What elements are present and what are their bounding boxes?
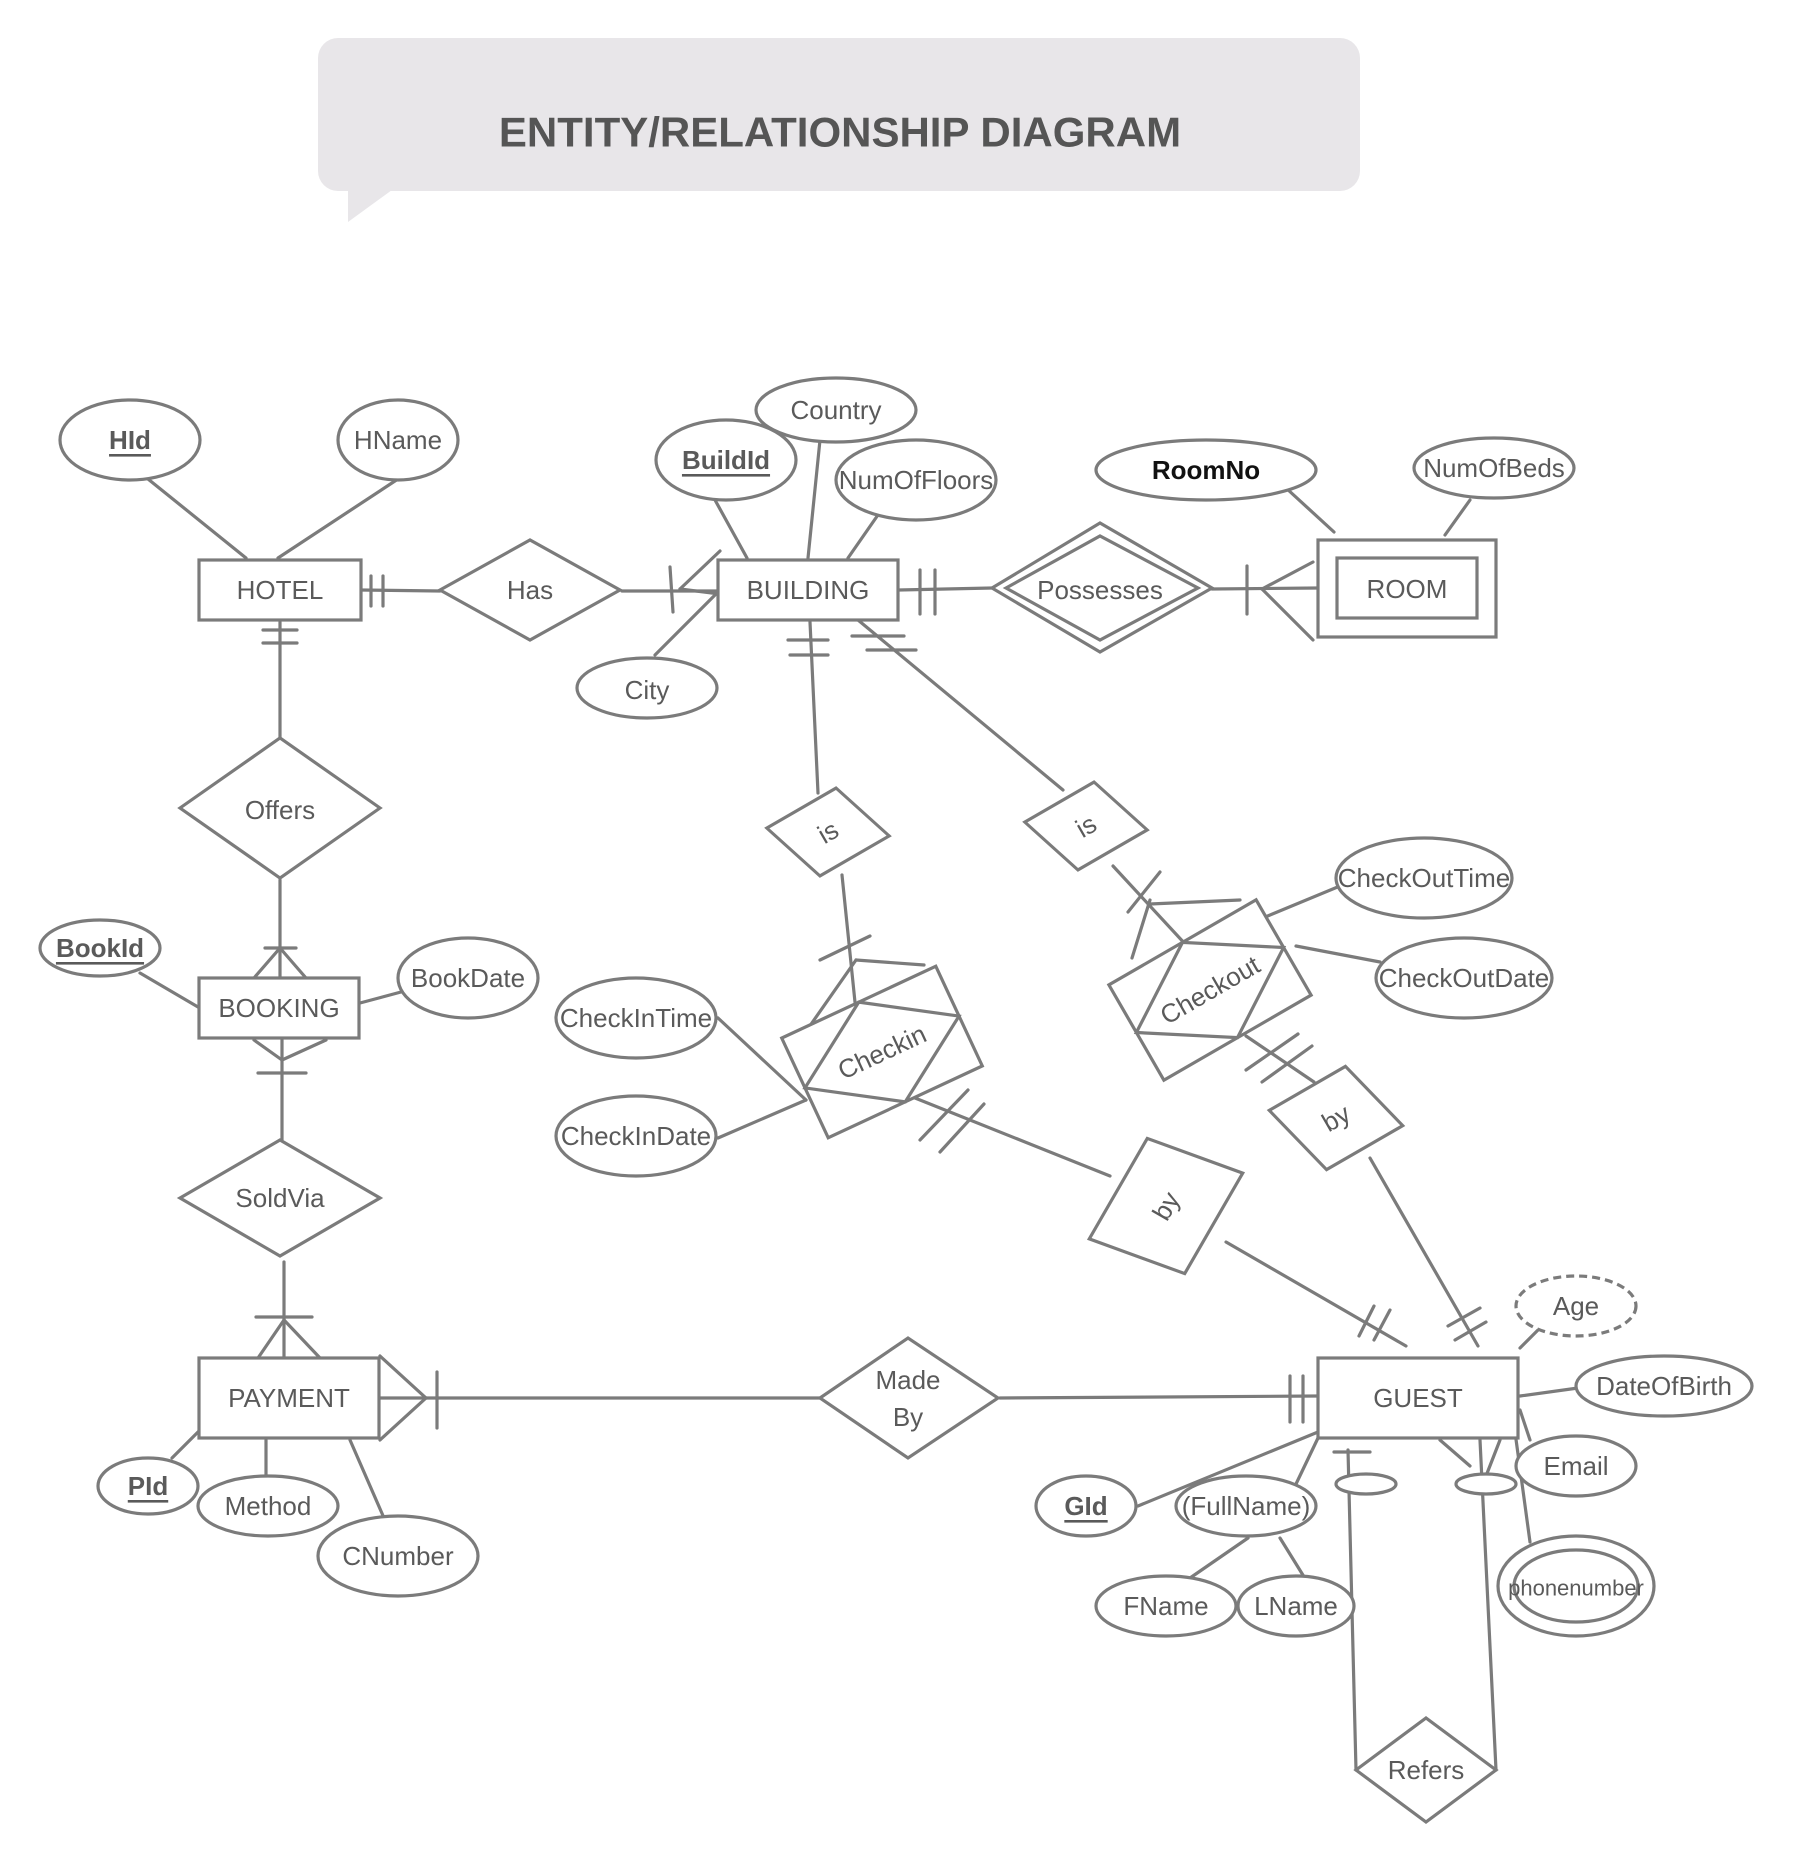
attr-pid: PId: [96, 1456, 200, 1516]
attr-age: Age: [1514, 1274, 1638, 1338]
relationship-possesses-label: Possesses: [1037, 575, 1163, 605]
attr-hid: HId: [58, 398, 202, 482]
attr-email-label: Email: [1543, 1451, 1608, 1481]
attr-fname-label: FName: [1123, 1591, 1208, 1621]
refers-optional-marks: [1334, 1472, 1518, 1496]
entity-checkout: Checkout: [1106, 897, 1314, 1083]
relationship-refers: Refers: [1353, 1716, 1499, 1824]
attr-bookdate: BookDate: [396, 936, 540, 1020]
entity-building: BUILDING: [716, 558, 900, 622]
attributes: HId HName Country BuildId NumOfFloors Ci…: [38, 376, 1754, 1638]
attr-checkintime-label: CheckInTime: [560, 1003, 712, 1033]
entity-booking: BOOKING: [197, 976, 361, 1040]
attr-phonenumber: phonenumber: [1496, 1534, 1656, 1638]
relationship-has-label: Has: [507, 575, 553, 605]
entity-hotel-label: HOTEL: [237, 575, 324, 605]
attr-phonenumber-label: phonenumber: [1508, 1576, 1644, 1601]
attr-gid: GId: [1034, 1474, 1138, 1538]
attr-email: Email: [1514, 1434, 1638, 1498]
title-callout: ENTITY/RELATIONSHIP DIAGRAM: [318, 38, 1360, 222]
relationship-soldvia: SoldVia: [176, 1138, 384, 1258]
entity-hotel: HOTEL: [197, 558, 363, 622]
relationship-madeby: Made By: [817, 1336, 1001, 1460]
attr-gid-label: GId: [1064, 1491, 1107, 1521]
attr-fullname-label: (FullName): [1182, 1491, 1311, 1521]
attr-city-label: City: [625, 675, 670, 705]
attr-country-label: Country: [790, 395, 881, 425]
attr-country: Country: [754, 376, 918, 444]
entity-guest: GUEST: [1316, 1356, 1520, 1440]
attr-pid-label: PId: [128, 1471, 168, 1501]
relationship-offers-label: Offers: [245, 795, 315, 825]
attr-roomno-label: RoomNo: [1152, 455, 1260, 485]
attr-method-label: Method: [225, 1491, 312, 1521]
attr-lname-label: LName: [1254, 1591, 1338, 1621]
attr-cnumber-label: CNumber: [342, 1541, 454, 1571]
attr-bookid-label: BookId: [56, 933, 144, 963]
attr-numofbeds: NumOfBeds: [1412, 436, 1576, 500]
attr-cnumber: CNumber: [316, 1514, 480, 1598]
attr-checkouttime-label: CheckOutTime: [1338, 863, 1510, 893]
attr-fname: FName: [1094, 1574, 1238, 1638]
entity-room: ROOM: [1316, 538, 1498, 639]
attr-numoffloors-label: NumOfFloors: [839, 465, 994, 495]
entity-room-label: ROOM: [1367, 574, 1448, 604]
entity-payment-label: PAYMENT: [228, 1383, 350, 1413]
attr-buildid-label: BuildId: [682, 445, 770, 475]
attr-checkouttime: CheckOutTime: [1334, 836, 1514, 920]
attr-buildid: BuildId: [654, 418, 798, 502]
attr-bookdate-label: BookDate: [411, 963, 525, 993]
attr-numofbeds-label: NumOfBeds: [1423, 453, 1565, 483]
attr-dateofbirth-label: DateOfBirth: [1596, 1371, 1732, 1401]
relationship-refers-label: Refers: [1388, 1755, 1465, 1785]
entity-guest-label: GUEST: [1373, 1383, 1463, 1413]
entity-building-label: BUILDING: [747, 575, 870, 605]
relationship-offers: Offers: [177, 736, 383, 880]
attr-fullname: (FullName): [1174, 1474, 1318, 1538]
relationship-by-checkin: by: [1086, 1136, 1246, 1276]
relationship-madeby-label-2: By: [893, 1402, 923, 1432]
attr-bookid: BookId: [38, 918, 162, 978]
diagram-title: ENTITY/RELATIONSHIP DIAGRAM: [499, 109, 1181, 156]
attr-method: Method: [196, 1474, 340, 1538]
attr-checkintime: CheckInTime: [554, 976, 718, 1060]
attr-hname-label: HName: [354, 425, 442, 455]
relationship-is-checkout: is: [1022, 780, 1150, 872]
entity-payment: PAYMENT: [197, 1356, 381, 1440]
attr-checkindate: CheckInDate: [554, 1094, 718, 1178]
attr-checkindate-label: CheckInDate: [561, 1121, 711, 1151]
connectors: [138, 438, 1580, 1772]
attr-age-label: Age: [1553, 1291, 1599, 1321]
attr-hname: HName: [336, 398, 460, 482]
attr-lname: LName: [1236, 1574, 1356, 1638]
attr-numoffloors: NumOfFloors: [834, 438, 998, 522]
relationship-soldvia-label: SoldVia: [235, 1183, 325, 1213]
entity-checkin: Checkin: [779, 964, 985, 1140]
attr-dateofbirth: DateOfBirth: [1574, 1354, 1754, 1418]
relationship-is-checkin: is: [764, 786, 892, 878]
attr-checkoutdate-label: CheckOutDate: [1379, 963, 1550, 993]
relationship-madeby-label-1: Made: [875, 1365, 940, 1395]
relationship-by-checkout: by: [1266, 1064, 1406, 1172]
attr-roomno: RoomNo: [1094, 438, 1318, 502]
relationship-has: Has: [436, 538, 624, 642]
attr-hid-label: HId: [109, 425, 151, 455]
attr-city: City: [575, 656, 719, 720]
attr-checkoutdate: CheckOutDate: [1374, 936, 1554, 1020]
relationship-possesses: Possesses: [988, 521, 1216, 654]
entity-booking-label: BOOKING: [218, 993, 339, 1023]
